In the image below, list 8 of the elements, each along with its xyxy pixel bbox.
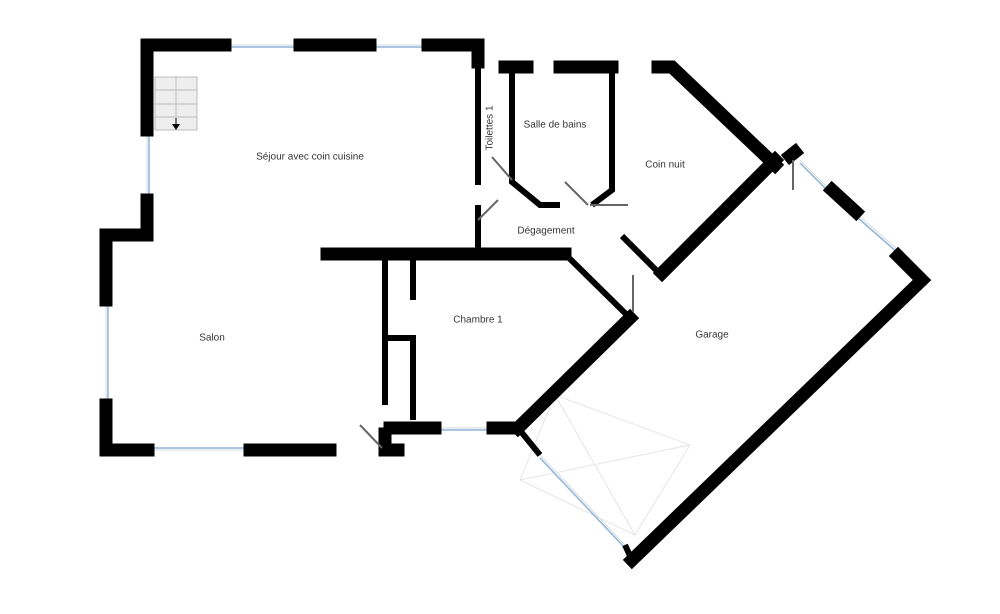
room-label: Garage bbox=[695, 330, 729, 340]
room-label: Dégagement bbox=[517, 226, 575, 236]
room-label: Coin nuit bbox=[645, 160, 685, 170]
room-label: Toilettes 1 bbox=[484, 105, 496, 151]
room-label: Salon bbox=[199, 332, 225, 344]
room-label: Chambre 1 bbox=[453, 314, 503, 326]
room-label: Séjour avec coin cuisine bbox=[256, 152, 364, 162]
room-label: Salle de bains bbox=[524, 120, 586, 130]
